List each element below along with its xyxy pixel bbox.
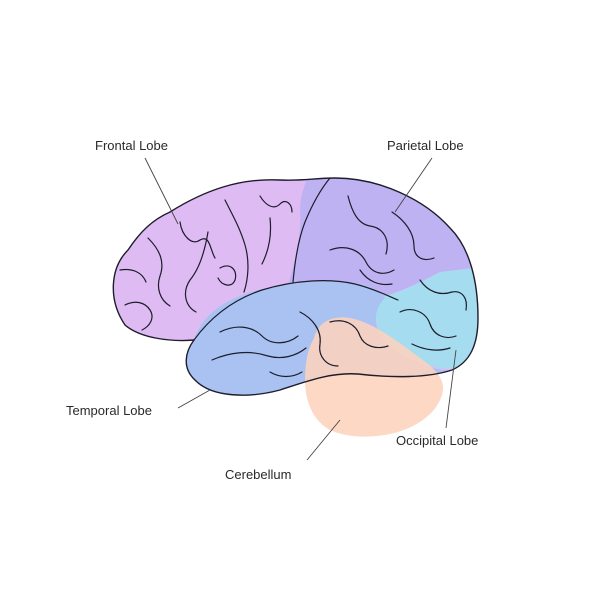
leader-lines bbox=[144, 157, 457, 461]
temporal-leader-line bbox=[177, 389, 211, 409]
occipital-lobe-label: Occipital Lobe bbox=[396, 433, 478, 448]
cerebellum-leader-line bbox=[306, 419, 341, 461]
occipital-leader-line bbox=[445, 349, 457, 429]
frontal-lobe-label: Frontal Lobe bbox=[95, 138, 168, 153]
parietal-lobe-label: Parietal Lobe bbox=[387, 138, 464, 153]
occipital-lobe-region bbox=[375, 265, 479, 369]
brain-outline bbox=[112, 177, 479, 396]
temporal-lobe-label: Temporal Lobe bbox=[66, 403, 152, 418]
cerebellum-region bbox=[305, 317, 444, 437]
frontal-leader-line bbox=[144, 157, 179, 225]
parietal-leader-line bbox=[394, 157, 433, 213]
brain-folds bbox=[119, 177, 467, 378]
cerebellum-label: Cerebellum bbox=[225, 467, 291, 482]
labels: Frontal Lobe Parietal Lobe Temporal Lobe… bbox=[66, 138, 478, 482]
